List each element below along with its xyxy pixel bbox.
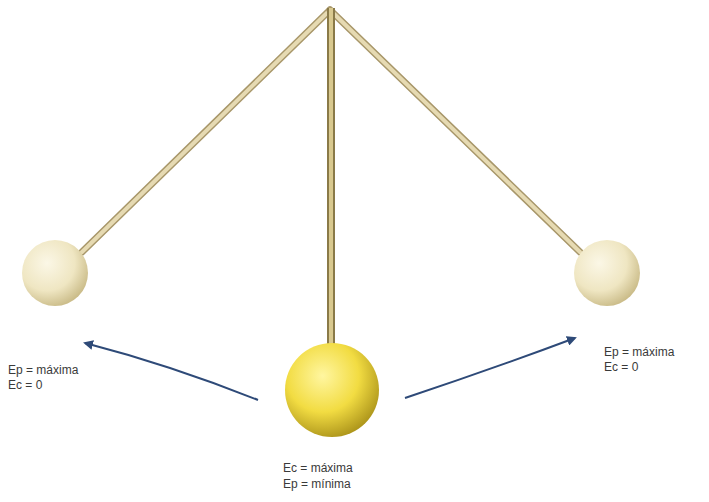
pendulum-bob xyxy=(285,343,379,437)
energy-label: Ep = mínima xyxy=(283,477,351,491)
pendulum-rod xyxy=(329,8,333,354)
energy-label: Ec = 0 xyxy=(604,360,638,374)
motion-arrow xyxy=(85,343,258,400)
energy-label: Ec = máxima xyxy=(283,461,353,475)
pendulum-rod xyxy=(330,10,580,252)
pendulum-rod xyxy=(82,10,330,252)
motion-arrow xyxy=(405,338,575,398)
pendulum-rod xyxy=(327,8,335,354)
pendulum-rod xyxy=(330,10,580,252)
energy-label: Ec = 0 xyxy=(8,378,42,392)
pendulum-bob xyxy=(574,240,640,306)
pendulum-rod xyxy=(82,10,330,252)
energy-label: Ep = máxima xyxy=(604,345,674,359)
energy-label: Ep = máxima xyxy=(8,363,78,377)
pendulum-bob xyxy=(22,240,88,306)
